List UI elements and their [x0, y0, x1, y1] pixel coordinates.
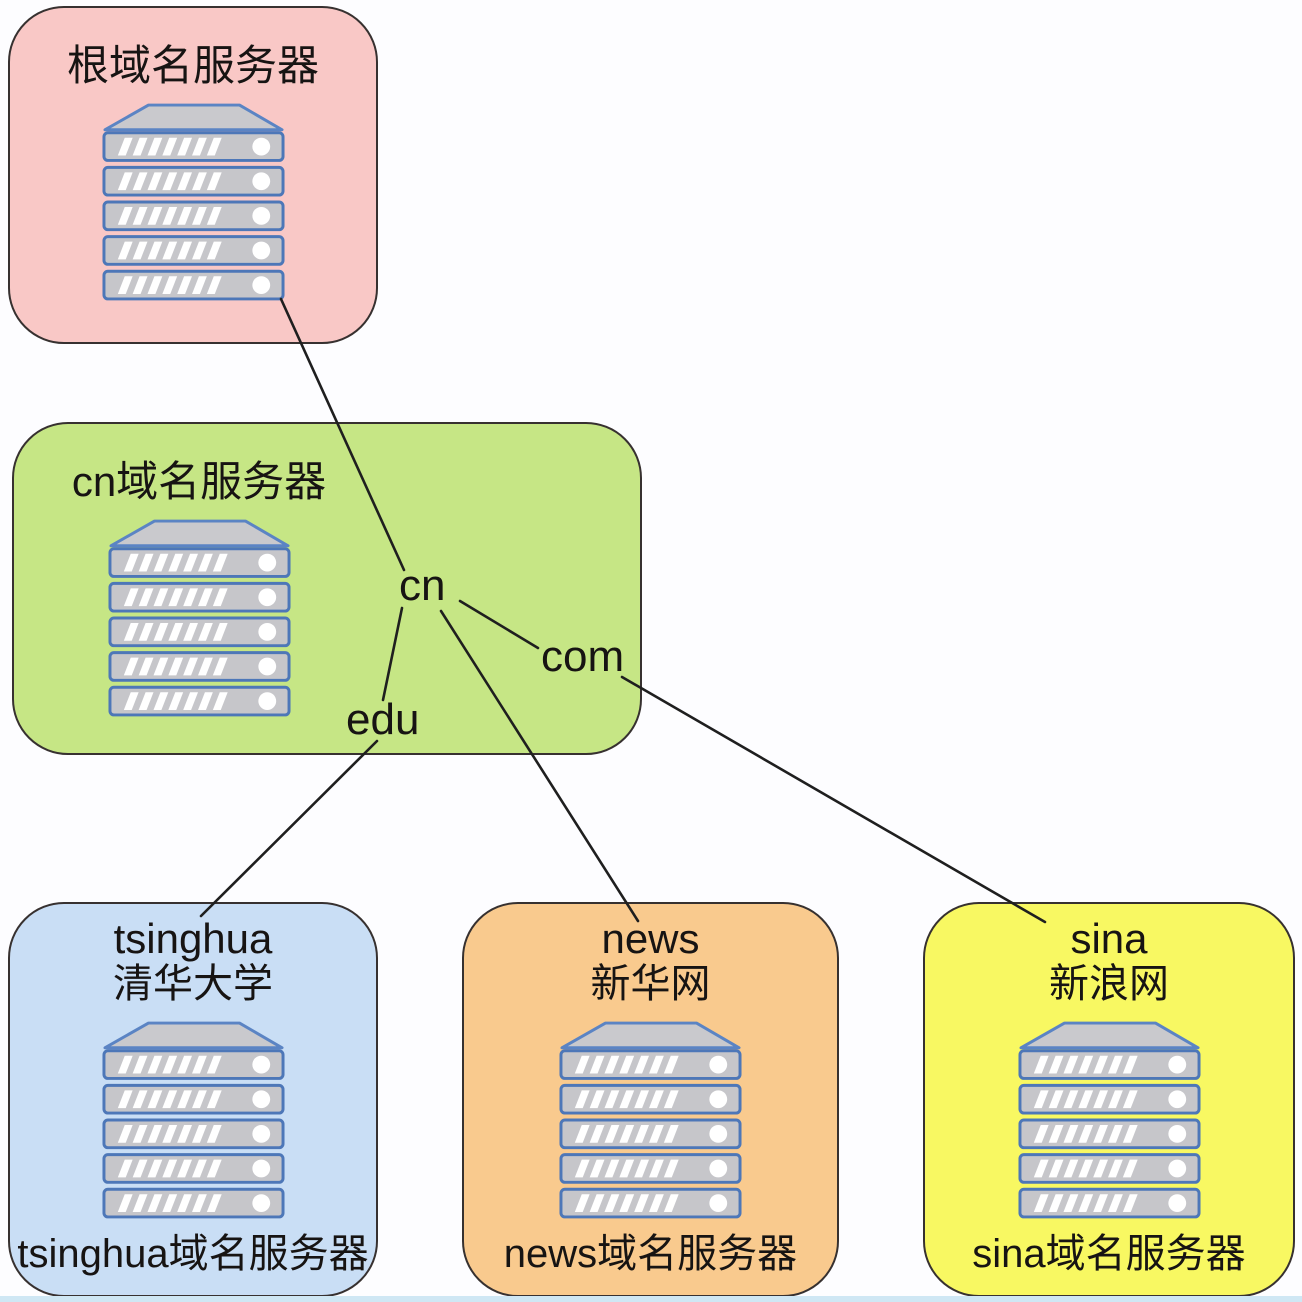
cn-content-column: cn域名服务器 — [14, 424, 384, 718]
cn-server-title: cn域名服务器 — [71, 458, 327, 505]
root-server-title: 根域名服务器 — [66, 42, 319, 89]
news-chinese-name: 新华网 — [590, 962, 711, 1006]
edge-label-cn: cn — [399, 561, 446, 610]
news-name: news — [601, 915, 700, 962]
node-cn-server: cn域名服务器 — [12, 422, 642, 755]
node-root-server: 根域名服务器 — [8, 6, 378, 344]
node-tsinghua: tsinghua 清华大学 tsinghua域名服务器 — [8, 902, 378, 1297]
tsinghua-name: tsinghua — [113, 915, 273, 962]
node-sina: sina 新浪网 sina域名服务器 — [923, 902, 1295, 1297]
edge-label-com: com — [541, 632, 625, 681]
edge-com-to-sina — [620, 675, 1047, 924]
server-stack-icon — [101, 102, 286, 302]
bottom-strip — [0, 1296, 1302, 1302]
node-news: news 新华网 news域名服务器 — [462, 902, 839, 1297]
edge-edu-to-tsinghua — [199, 739, 379, 918]
sina-name: sina — [1070, 915, 1148, 962]
news-caption: news域名服务器 — [503, 1232, 798, 1276]
sina-caption: sina域名服务器 — [972, 1232, 1246, 1276]
tsinghua-caption: tsinghua域名服务器 — [17, 1232, 369, 1276]
server-stack-icon — [101, 1020, 286, 1220]
server-stack-icon — [1017, 1020, 1202, 1220]
server-stack-icon — [107, 518, 292, 718]
edge-label-edu: edu — [346, 695, 420, 744]
tsinghua-chinese-name: 清华大学 — [113, 962, 273, 1006]
server-stack-icon — [558, 1020, 743, 1220]
sina-chinese-name: 新浪网 — [1049, 962, 1169, 1006]
